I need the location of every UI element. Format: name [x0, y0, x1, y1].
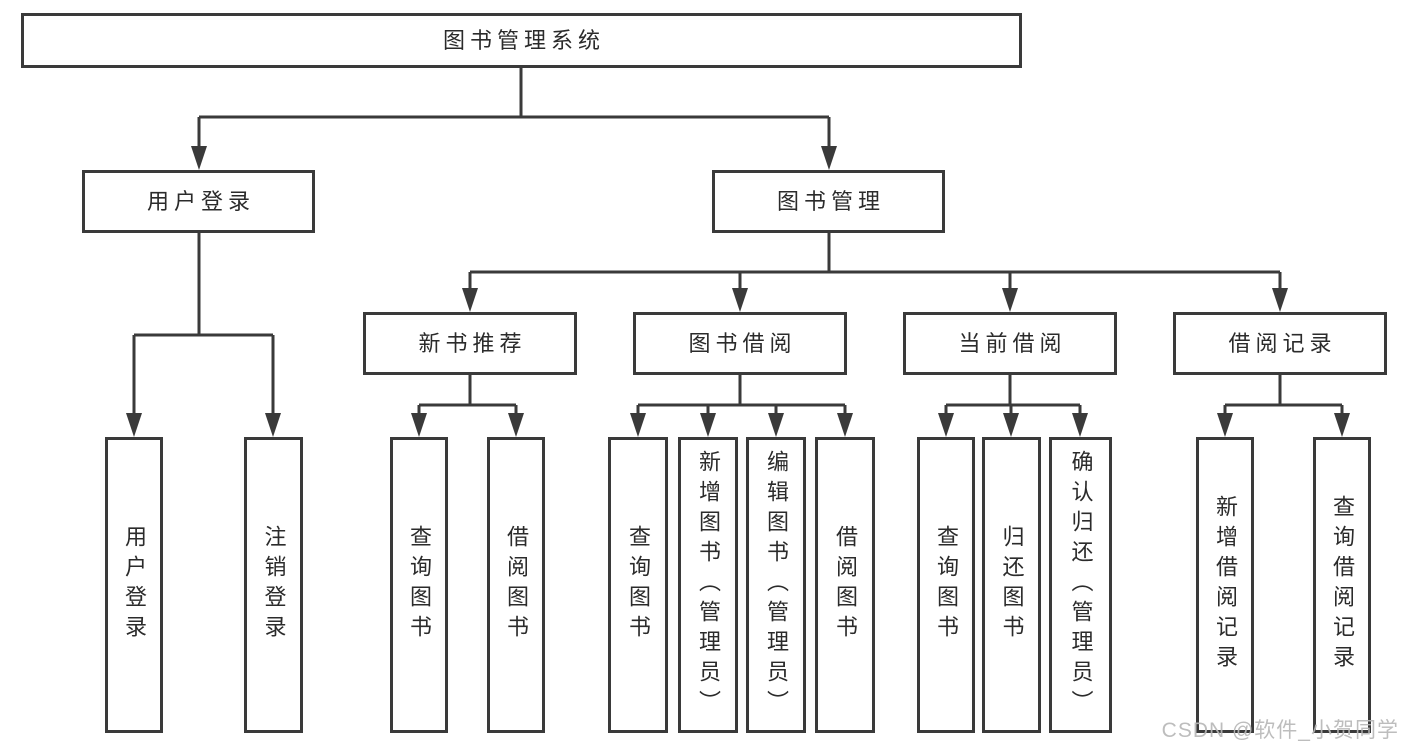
- leaf-edit-book-admin: 编辑图书（管理员）: [746, 437, 806, 733]
- leaf-label: 查询图书: [407, 525, 432, 645]
- leaf-label: 编辑图书（管理员）: [764, 450, 789, 720]
- leaf-confirm-return-admin: 确认归还（管理员）: [1049, 437, 1112, 733]
- leaf-query-borrow-record: 查询借阅记录: [1313, 437, 1371, 733]
- leaf-label: 查询图书: [934, 525, 959, 645]
- leaf-borrow-books-2: 借阅图书: [815, 437, 875, 733]
- node-library-management-system: 图书管理系统: [21, 13, 1022, 68]
- node-borrow-records: 借阅记录: [1173, 312, 1387, 375]
- leaf-query-books-2: 查询图书: [608, 437, 668, 733]
- node-user-login: 用户登录: [82, 170, 315, 233]
- leaf-user-login: 用户登录: [105, 437, 163, 733]
- leaf-label: 查询借阅记录: [1330, 495, 1355, 675]
- leaf-logout: 注销登录: [244, 437, 303, 733]
- node-current-borrow: 当前借阅: [903, 312, 1117, 375]
- node-book-management: 图书管理: [712, 170, 945, 233]
- leaf-label: 借阅图书: [504, 525, 529, 645]
- leaf-label: 用户登录: [122, 525, 147, 645]
- leaf-label: 归还图书: [999, 525, 1025, 645]
- leaf-return-book: 归还图书: [982, 437, 1041, 733]
- leaf-label: 借阅图书: [833, 525, 858, 645]
- leaf-query-books-3: 查询图书: [917, 437, 975, 733]
- leaf-borrow-books-1: 借阅图书: [487, 437, 545, 733]
- node-book-borrow: 图书借阅: [633, 312, 847, 375]
- node-label: 借阅记录: [1228, 330, 1337, 356]
- node-label: 当前借阅: [958, 330, 1067, 356]
- node-label: 用户登录: [146, 188, 255, 214]
- node-label: 新书推荐: [418, 330, 527, 356]
- node-label: 图书管理: [776, 188, 885, 214]
- node-label: 图书管理系统: [442, 27, 605, 53]
- node-label: 图书借阅: [688, 330, 797, 356]
- leaf-label: 注销登录: [261, 525, 287, 645]
- leaf-label: 新增借阅记录: [1213, 495, 1238, 675]
- leaf-add-book-admin: 新增图书（管理员）: [678, 437, 738, 733]
- leaf-add-borrow-record: 新增借阅记录: [1196, 437, 1254, 733]
- node-new-book-recommend: 新书推荐: [363, 312, 577, 375]
- leaf-label: 查询图书: [626, 525, 651, 645]
- leaf-label: 确认归还（管理员）: [1068, 450, 1094, 720]
- leaf-label: 新增图书（管理员）: [696, 450, 721, 720]
- leaf-query-books-1: 查询图书: [390, 437, 448, 733]
- csdn-watermark: CSDN @软件_小贺同学: [1161, 719, 1399, 742]
